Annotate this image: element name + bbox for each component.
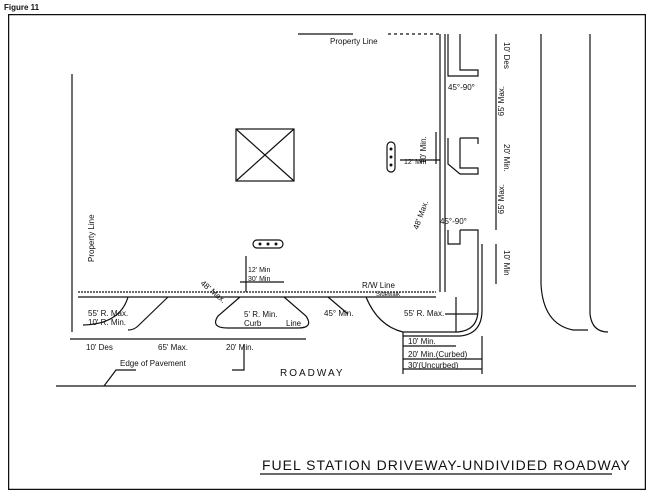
max65-r1: 65' Max. xyxy=(497,86,506,116)
corner-curb xyxy=(403,244,479,333)
left-flare xyxy=(82,296,129,326)
left-drive-edge xyxy=(127,296,169,331)
pump-dot xyxy=(389,155,393,159)
min30-mid: 30' Min xyxy=(248,276,270,283)
side-driveway-mid-top xyxy=(460,137,479,144)
edge-leader-left xyxy=(103,369,136,387)
line-label: Line xyxy=(286,319,302,328)
uncurbed30: 30'(Uncurbed) xyxy=(408,361,459,370)
r10-min-left: 10' R. Min. xyxy=(88,318,126,327)
r55-max-left: 55' R. Max. xyxy=(88,309,128,318)
building-x2 xyxy=(235,128,295,182)
min20-curbed: 20' Min.(Curbed) xyxy=(408,350,468,359)
side-driveway-low-top xyxy=(460,229,479,244)
property-line-top-label: Property Line xyxy=(330,37,378,46)
min10-side: 10' Min. xyxy=(419,136,428,164)
pump-island-side xyxy=(386,141,396,173)
property-line-left-label: Property Line xyxy=(87,214,96,262)
diagram-title: FUEL STATION DRIVEWAY-UNDIVIDED ROADWAY xyxy=(262,457,631,473)
min20-r: 20' Min. xyxy=(502,144,511,172)
right-flare xyxy=(365,296,404,333)
pump-dot xyxy=(266,242,270,246)
roadway-label: ROADWAY xyxy=(280,368,345,379)
edge-of-pavement-label: Edge of Pavement xyxy=(120,359,187,368)
diagram-frame: Property Line Property Line R/W Line Sid… xyxy=(8,14,646,490)
pump-dot xyxy=(389,147,393,151)
deg45-90-top: 45°-90° xyxy=(448,83,475,92)
building xyxy=(235,128,295,182)
deg45-min: 45° Min. xyxy=(324,309,353,318)
border xyxy=(8,14,646,490)
des10-left: 10' Des xyxy=(86,343,113,352)
max65-bottom: 65' Max. xyxy=(158,343,188,352)
side-driveway-top xyxy=(447,34,479,77)
pump-dot xyxy=(274,242,278,246)
min10-r: 10' Min xyxy=(502,250,511,276)
pump-island-center xyxy=(252,239,284,249)
center-driveway xyxy=(215,296,310,329)
cross-road-curve-2 xyxy=(589,313,609,333)
curb-label: Curb xyxy=(244,319,262,328)
edge-leader-right xyxy=(232,344,245,371)
center-45-line xyxy=(327,296,349,315)
max48-side: 48' Max. xyxy=(411,199,430,230)
des10-top: 10' Des xyxy=(502,42,511,69)
min12-mid: 12' Min xyxy=(248,267,270,274)
min10-right: 10' Min. xyxy=(408,337,436,346)
r55-max-right: 55' R. Max. xyxy=(404,309,444,318)
max65-r2: 65' Max. xyxy=(497,184,506,214)
min20-bottom: 20' Min. xyxy=(226,343,254,352)
pump-dot xyxy=(389,163,393,167)
cross-road-curve xyxy=(540,283,588,331)
corner-curb-outer xyxy=(403,244,483,337)
r5-min: 5' R. Min. xyxy=(244,310,278,319)
min12-side: 12' Min xyxy=(404,159,426,166)
figure-label: Figure 11 xyxy=(4,3,40,12)
sidewalk-label: Sidewalk xyxy=(376,292,401,298)
deg45-90-mid: 45°-90° xyxy=(440,217,467,226)
rw-line-label: R/W Line xyxy=(362,281,395,290)
side-driveway-low xyxy=(447,230,461,245)
pump-dot xyxy=(258,242,262,246)
side-driveway-mid xyxy=(447,138,479,175)
